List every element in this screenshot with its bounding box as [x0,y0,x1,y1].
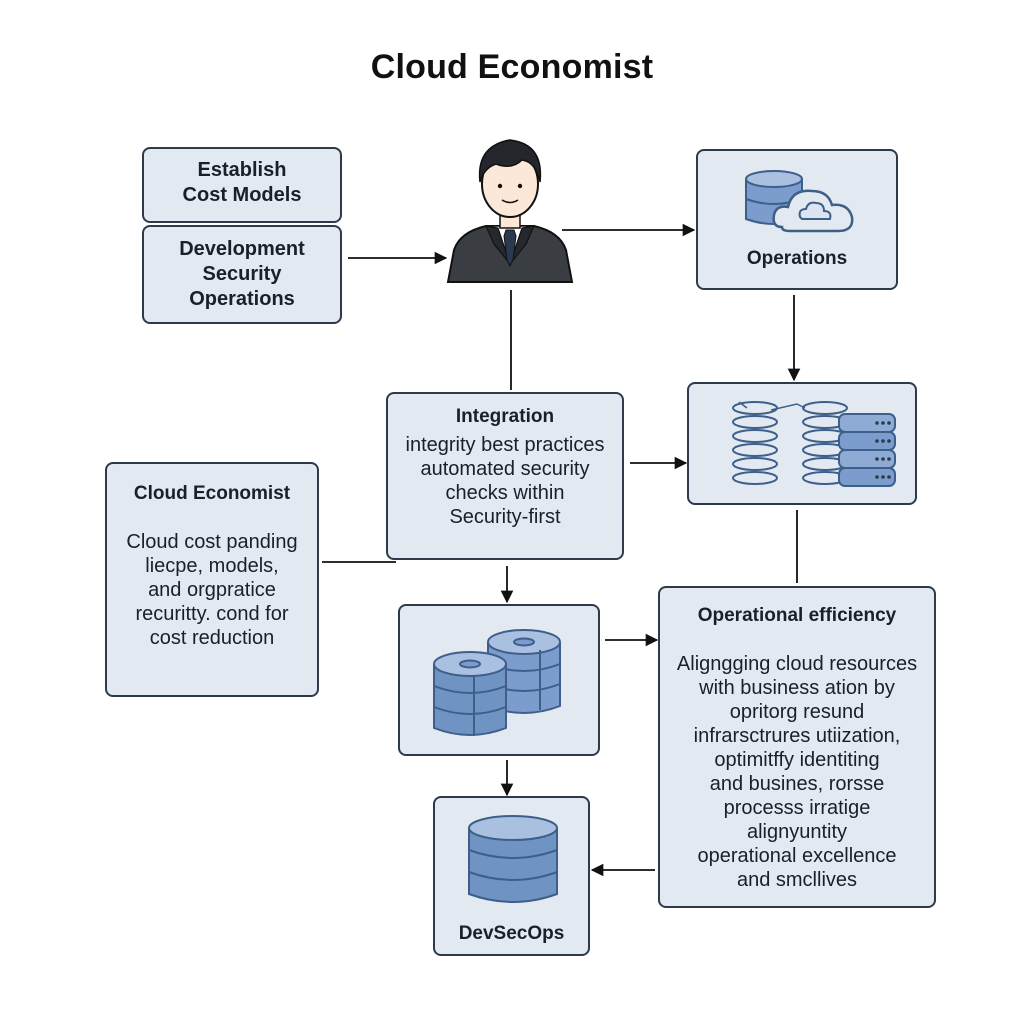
box-line: liecpe, models, [145,554,279,577]
box-line: Aligngging cloud resources [676,652,918,675]
box-line: Operations [189,288,295,310]
database-cloud-icon [745,170,854,233]
box-line: cost reduction [149,626,275,649]
box-line: Security [202,263,282,285]
box-line: optimitffy identiting [714,748,880,771]
box-line: and orgpratice [148,578,276,601]
disk-stack-box [398,604,600,756]
box-line: opritorg resund [729,700,865,723]
box-line: and smcllives [736,868,858,891]
box-line: Development [179,238,305,260]
box-line: processs irratige [723,796,871,819]
box-line: operational excellence [697,844,897,867]
dev-security-operations-box: Development Security Operations [142,225,342,324]
box-line: Cost Models [182,184,302,206]
box-line: integrity best practices [405,433,605,456]
operations-label: Operations [746,248,848,269]
database-icon [468,815,558,903]
cloud-economist-box: Cloud Economist Cloud cost panding liecp… [105,462,319,697]
integration-box: Integration integrity best practices aut… [386,392,624,560]
box-line: automated security [420,457,590,480]
box-line: Security-first [449,505,561,528]
box-line: and busines, rorsse [709,772,885,795]
database-cluster-icon [732,401,896,487]
operational-efficiency-box: Operational efficiency Aligngging cloud … [658,586,936,908]
devsecops-label: DevSecOps [458,923,565,944]
box-line: alignyuntity [746,820,848,843]
cloud-economist-heading: Cloud Economist [133,483,291,504]
box-line: with business ation by [699,676,895,699]
diagram-title: Cloud Economist [370,48,654,86]
box-line: Establish [197,159,287,181]
box-line: checks within [445,481,565,504]
operational-efficiency-heading: Operational efficiency [697,605,897,626]
box-line: recuritty. cond for [135,602,289,625]
operations-box: Operations [696,149,898,290]
box-line: infrarsctrures utiization, [693,724,901,747]
businessman-icon [446,139,574,283]
database-cluster-box [687,382,917,505]
disk-stack-icon [433,629,561,736]
integration-heading: Integration [455,406,555,427]
establish-cost-models-box: Establish Cost Models [142,147,342,223]
devsecops-box: DevSecOps [433,796,590,956]
box-line: Cloud cost panding [126,530,298,553]
